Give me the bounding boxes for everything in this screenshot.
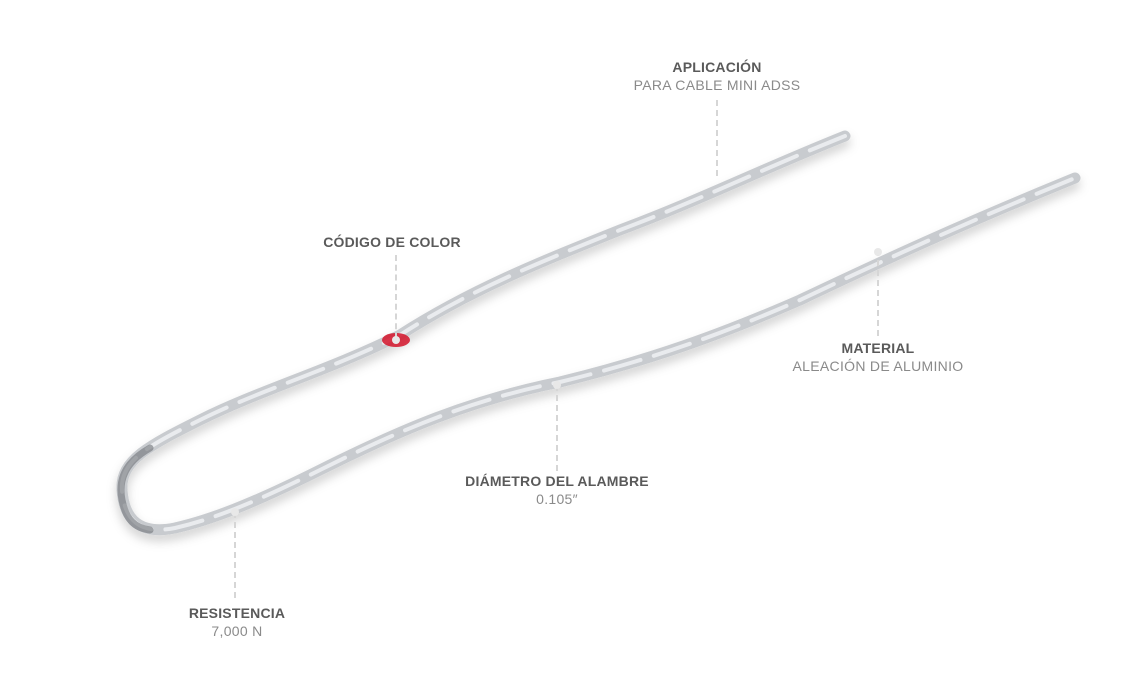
aplicacion-value: PARA CABLE MINI ADSS	[633, 77, 801, 93]
aplicacion-leader-line	[716, 100, 718, 176]
diametro-value: 0.105″	[536, 491, 578, 507]
codigo-color-title: CÓDIGO DE COLOR	[323, 234, 461, 250]
diametro-title: DIÁMETRO DEL ALAMBRE	[465, 473, 649, 489]
material-annotation: MATERIAL ALEACIÓN DE ALUMINIO	[793, 340, 964, 374]
resistencia-title: RESISTENCIA	[188, 605, 286, 621]
material-value: ALEACIÓN DE ALUMINIO	[792, 358, 964, 374]
diametro-point	[553, 381, 561, 389]
aplicacion-title: APLICACIÓN	[672, 59, 762, 75]
codigo-color-annotation: CÓDIGO DE COLOR	[323, 234, 461, 250]
material-title: MATERIAL	[841, 340, 915, 356]
wire-bend-shade	[117, 444, 154, 534]
diametro-leader-line	[556, 385, 558, 471]
codigo-color-leader-line	[395, 255, 397, 339]
resistencia-value: 7,000 N	[211, 623, 263, 639]
wire-highlight	[119, 134, 1077, 532]
aplicacion-annotation: APLICACIÓN PARA CABLE MINI ADSS	[634, 59, 801, 93]
resistencia-point	[231, 508, 239, 516]
codigo-color-point	[392, 336, 400, 344]
material-leader-line	[877, 250, 879, 336]
wire-body	[116, 130, 1081, 536]
resistencia-annotation: RESISTENCIA 7,000 N	[189, 605, 285, 639]
material-point	[874, 248, 882, 256]
diametro-annotation: DIÁMETRO DEL ALAMBRE 0.105″	[465, 473, 649, 507]
resistencia-leader-line	[234, 512, 236, 598]
